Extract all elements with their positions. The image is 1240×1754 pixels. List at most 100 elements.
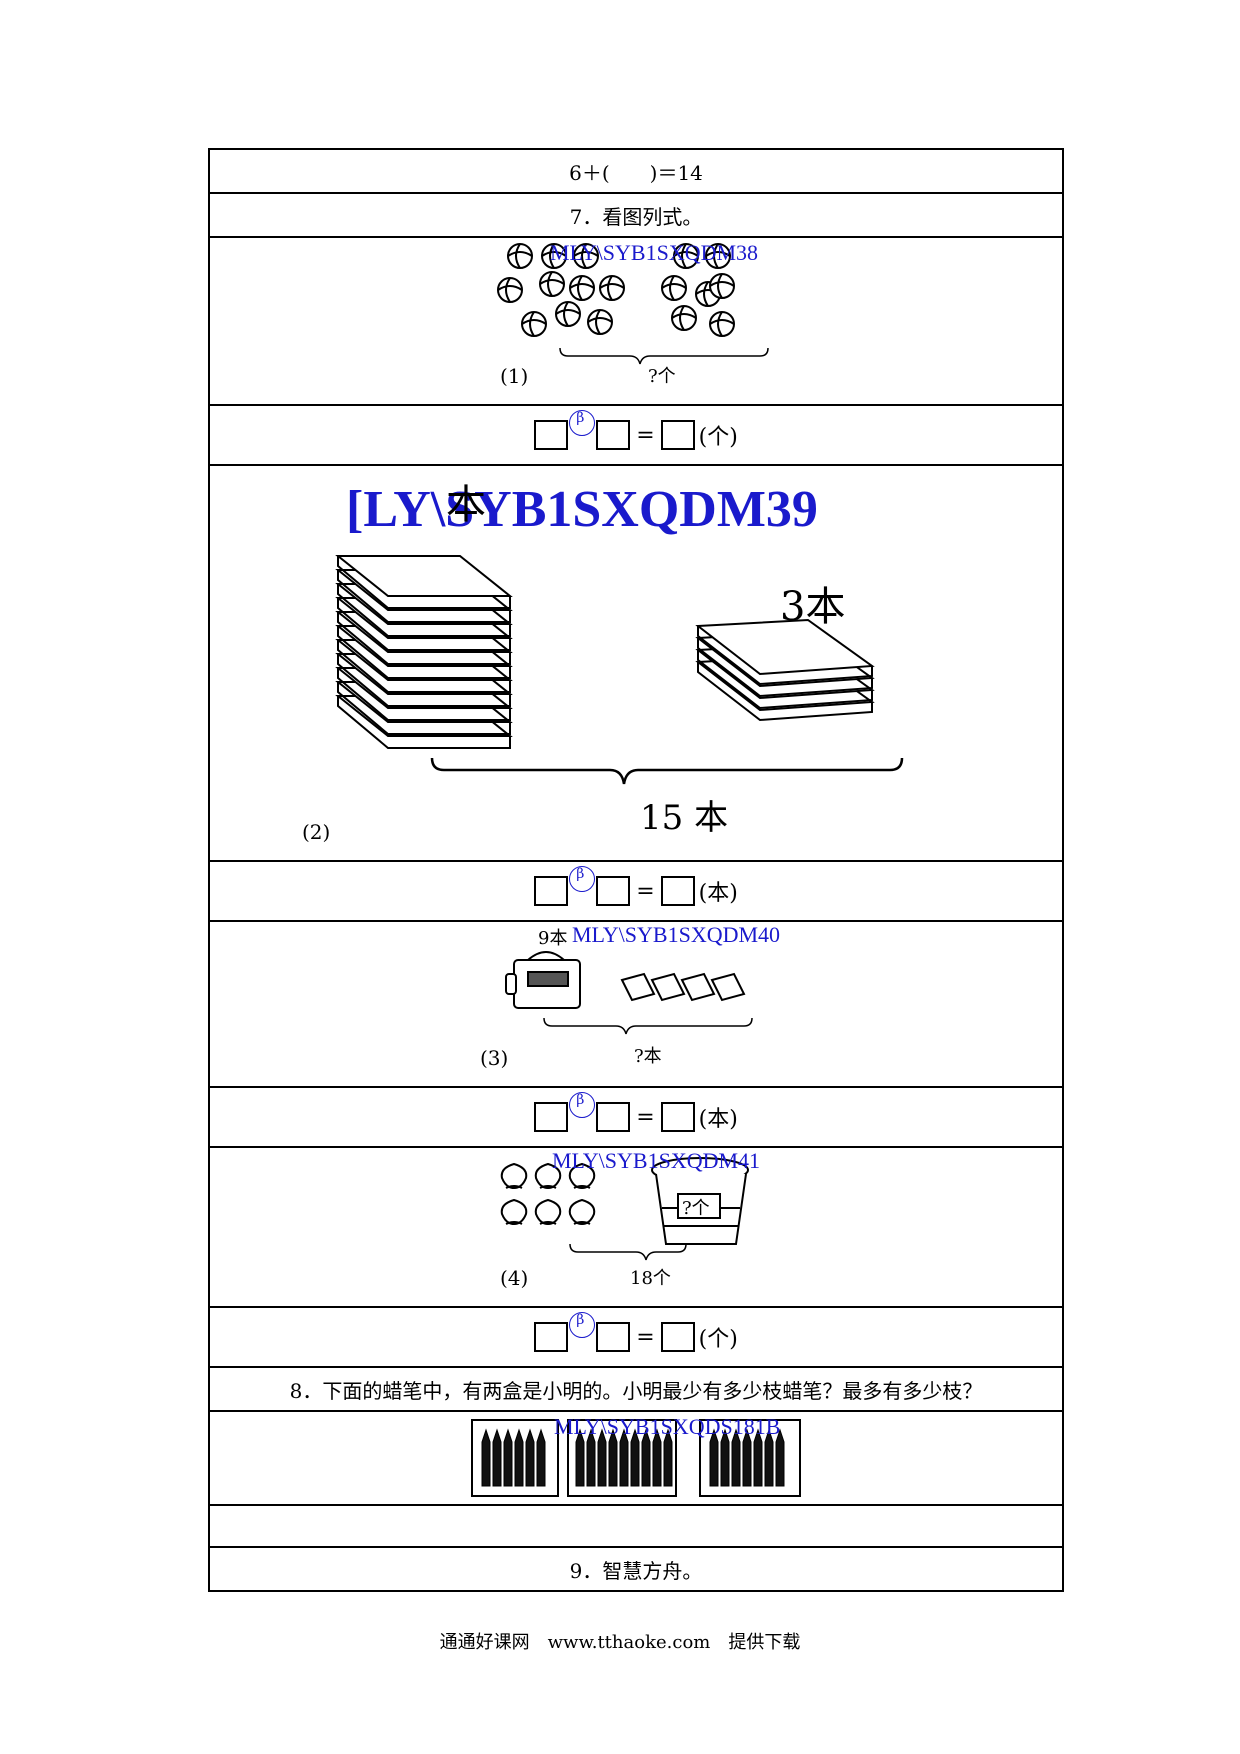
equals-sign: =: [636, 1324, 655, 1350]
equals-sign: =: [636, 1104, 655, 1130]
crayon-icon: [764, 1428, 774, 1487]
crayon-icon: [742, 1428, 752, 1487]
ball-icon: [705, 243, 731, 269]
top-text-3: 9本: [538, 928, 568, 949]
question-7-row: 7．看图列式。: [210, 194, 1062, 238]
ball-icon: [569, 275, 595, 301]
answer-box[interactable]: [534, 420, 569, 450]
answer-box[interactable]: [534, 1102, 569, 1132]
basket-text: ?个: [682, 1198, 710, 1219]
crayon-icon: [597, 1428, 607, 1487]
ball-icon: [541, 243, 567, 269]
question-8-row: 8．下面的蜡笔中，有两盒是小明的。小明最少有多少枝蜡笔？最多有多少枝？: [210, 1368, 1062, 1412]
answer-row-1: β = (个): [210, 406, 1062, 466]
watermark-2: [LY\SYB1SXQDM39: [346, 481, 818, 538]
crayon-icon: [586, 1428, 596, 1487]
books-icon: [620, 972, 746, 1002]
watermark-1: MLY\SYB1SXQDM38: [550, 240, 759, 265]
answer-row-4: β = (个): [210, 1308, 1062, 1368]
answer-equation-3: β = (本): [534, 1092, 738, 1133]
answer-row-2: β = (本): [210, 862, 1062, 922]
operator-slot[interactable]: β: [568, 866, 596, 906]
answer-box[interactable]: [596, 876, 631, 906]
operator-slot[interactable]: β: [568, 410, 596, 450]
page-footer: 通通好课网 www.tthaoke.com 提供下载: [439, 1632, 801, 1653]
answer-equation-4: β = (个): [534, 1312, 738, 1353]
equals-sign: =: [636, 878, 655, 904]
equation-row: 6＋( )＝14: [210, 150, 1062, 194]
brace-text-4: 18个: [630, 1268, 671, 1289]
ball-icon: [573, 243, 599, 269]
brace-text-2: 15 本: [640, 798, 729, 838]
small-stack-label: 3本: [780, 584, 846, 630]
brace-text-1: ?个: [648, 366, 676, 387]
answer-box[interactable]: [660, 1102, 695, 1132]
question-7-title: 7．看图列式。: [569, 204, 703, 229]
crayon-icon: [608, 1428, 618, 1487]
operator-slot[interactable]: β: [568, 1092, 596, 1132]
answer-box[interactable]: [534, 876, 569, 906]
question-9-row: 9．智慧方舟。: [210, 1548, 1062, 1590]
answer-box[interactable]: [596, 1102, 631, 1132]
peach-icon: [500, 1198, 528, 1226]
book-icon: [695, 618, 875, 686]
crayon-icon: [503, 1428, 513, 1487]
ball-icon: [599, 275, 625, 301]
answer-equation-2: β = (本): [534, 866, 738, 907]
book-icon: [710, 972, 746, 1002]
label-2: (2): [302, 820, 331, 844]
crayon-icon: [481, 1428, 491, 1487]
crayon-icon: [753, 1428, 763, 1487]
label-4: (4): [500, 1266, 529, 1290]
bag-icon: [505, 951, 581, 1009]
book-icon: [620, 972, 656, 1002]
ball-icon: [661, 275, 687, 301]
crayon-icon: [731, 1428, 741, 1487]
watermark-4: MLY\SYB1SXQDM41: [552, 1148, 761, 1173]
answer-box[interactable]: [660, 1322, 695, 1352]
ball-icon: [539, 271, 565, 297]
ball-icon: [587, 309, 613, 335]
question-8-title: 8．下面的蜡笔中，有两盒是小明的。小明最少有多少枝蜡笔？最多有多少枝？: [289, 1378, 983, 1403]
equals-sign: =: [636, 422, 655, 448]
answer-box[interactable]: [596, 1322, 631, 1352]
top-text-2: 本: [446, 482, 486, 528]
answer-box[interactable]: [596, 420, 631, 450]
question-9-title: 9．智慧方舟。: [569, 1558, 703, 1583]
ball-icon: [497, 277, 523, 303]
label-1: (1): [500, 364, 529, 388]
crayon-icon: [525, 1428, 535, 1487]
ball-icon: [709, 311, 735, 337]
ball-icon: [507, 243, 533, 269]
answer-box[interactable]: [660, 420, 695, 450]
crayon-icon: [652, 1428, 662, 1487]
peach-icon: [568, 1198, 596, 1226]
peach-icon: [500, 1162, 528, 1190]
unit-text: (个): [698, 425, 738, 450]
crayon-icon: [492, 1428, 502, 1487]
unit-text: (本): [698, 1107, 738, 1132]
empty-row: [210, 1506, 1062, 1548]
bag-books-figure: [505, 951, 753, 1035]
peach-icon: [534, 1162, 562, 1190]
picture-1-row: MLY\SYB1SXQDM38 (1) ?个: [210, 238, 1062, 406]
crayon-boxes-figure: [471, 1419, 801, 1497]
answer-row-3: β = (本): [210, 1088, 1062, 1148]
book-icon: [680, 972, 716, 1002]
peach-icon: [534, 1198, 562, 1226]
answer-equation-1: β = (个): [534, 410, 738, 451]
crayons-row: MLY\SYB1SXQDS181B: [210, 1412, 1062, 1506]
books-figure: [335, 555, 904, 785]
unit-text: (本): [698, 881, 738, 906]
peaches-figure: [500, 1157, 749, 1261]
answer-box[interactable]: [534, 1322, 569, 1352]
picture-3-row: 9本 MLY\SYB1SXQDM40 (3) ?本: [210, 922, 1062, 1088]
crayon-icon: [536, 1428, 546, 1487]
ball-icon: [521, 311, 547, 337]
label-3: (3): [480, 1046, 509, 1070]
crayon-icon: [663, 1428, 673, 1487]
operator-slot[interactable]: β: [568, 1312, 596, 1352]
picture-4-row: MLY\SYB1SXQDM41 ?个 (4) 18个: [210, 1148, 1062, 1308]
answer-box[interactable]: [660, 876, 695, 906]
brace-text-3: ?本: [634, 1046, 662, 1067]
